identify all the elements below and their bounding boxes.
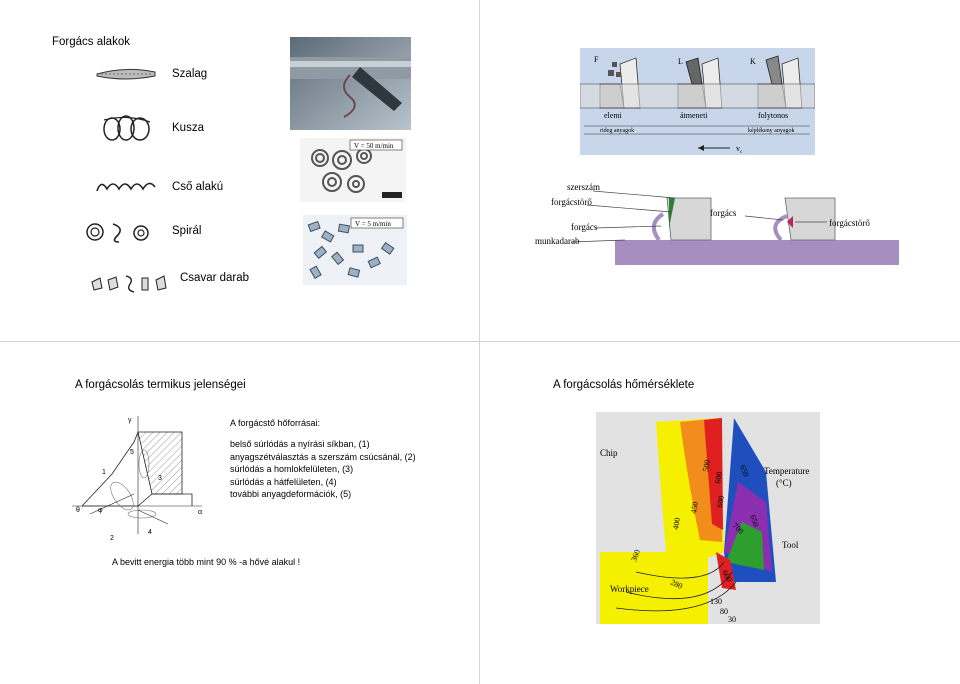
label-breaker-2: forgácstörő	[829, 218, 870, 228]
label-breaker: forgácstörő	[551, 197, 592, 207]
label-workpiece: Workpiece	[610, 584, 649, 594]
chip-name-folytonos: folytonos	[758, 111, 788, 120]
slide-divider-horizontal	[0, 341, 960, 342]
chip-type-diagram: F L K elemi átmeneti folytonos rideg any…	[580, 48, 815, 155]
turning-photo	[290, 37, 411, 130]
label-tool: szerszám	[567, 182, 600, 192]
chip-label-spiral: Spirál	[172, 225, 202, 237]
slide-chip-types: F L K elemi átmeneti folytonos rideg any…	[480, 0, 960, 341]
chip-label-kusza: Kusza	[172, 122, 204, 134]
tubular-chip-icon	[96, 182, 156, 192]
chip-breaker-diagram: szerszám forgácstörő forgács munkadarab …	[535, 182, 899, 265]
heat-sources-heading: A forgácstő hőforrásai:	[230, 418, 321, 428]
label-5: 5	[130, 449, 134, 456]
label-chip: forgács	[571, 222, 598, 232]
chip-type-l: L	[678, 57, 683, 66]
slide-chip-shapes: Forgács alakok Szalag Kusza Cső alakú Sp…	[0, 0, 479, 341]
chip-photo-5: V = 5 m/min	[303, 215, 407, 285]
slide-title: A forgácsolás hőmérséklete	[553, 379, 695, 391]
slide-title: Forgács alakok	[52, 36, 130, 48]
label-workpiece: munkadarab	[535, 236, 580, 246]
slide-title: A forgácsolás termikus jelenségei	[75, 379, 246, 391]
tangled-chip-icon	[103, 115, 151, 141]
chip-type-k: K	[750, 57, 756, 66]
chip-name-atmeneti: átmeneti	[680, 111, 708, 120]
heat-sources-list: belső súrlódás a nyírási síkban, (1) any…	[230, 438, 416, 501]
isotherm-600a: 600	[713, 471, 724, 484]
chip-type-f: F	[594, 55, 599, 64]
chip-label-csavar: Csavar darab	[180, 272, 250, 284]
chip-label-szalag: Szalag	[172, 68, 208, 80]
label-chip-2: forgács	[710, 208, 737, 218]
velocity-label: vc	[736, 144, 743, 155]
list-item: belső súrlódás a nyírási síkban, (1)	[230, 439, 370, 449]
list-item: további anyagdeformációk, (5)	[230, 489, 352, 499]
helix-segment-chip-icon	[91, 275, 167, 293]
chip-label-cso: Cső alakú	[172, 181, 224, 193]
material-ductile: képlékeny anyagok	[748, 128, 794, 134]
spiral-chip-icon	[86, 223, 149, 243]
isotherm-600b: 600	[715, 495, 726, 508]
label-3: 3	[158, 475, 162, 482]
label-tool: Tool	[782, 540, 799, 550]
slide-thermal: A forgácsolás termikus jelenségei A forg…	[0, 342, 479, 684]
temperature-distribution-diagram: Chip Temperature (°C) Tool Workpiece 400…	[596, 412, 820, 624]
chip-name-elemi: elemi	[604, 111, 623, 120]
isotherm-30: 30	[728, 615, 736, 624]
photo-label-v5: V = 5 m/min	[355, 220, 391, 228]
photo-label-v50: V = 50 m/min	[354, 142, 394, 150]
label-phi: φ	[98, 507, 103, 514]
isotherm-130: 130	[710, 597, 722, 606]
isotherm-500: 500	[701, 459, 712, 472]
ribbon-chip-icon	[96, 68, 156, 80]
slide-divider-vertical	[479, 0, 480, 684]
label-alpha: α	[198, 509, 202, 516]
isotherm-650a: 650	[738, 464, 751, 478]
label-1: 1	[102, 469, 106, 476]
chip-photo-50: V = 50 m/min	[300, 138, 406, 202]
label-temperature: Temperature	[764, 466, 809, 476]
label-unit: (°C)	[776, 478, 792, 488]
label-2: 2	[110, 535, 114, 542]
isotherm-360: 360	[629, 548, 642, 562]
label-theta: θ	[76, 507, 80, 514]
isotherm-80: 80	[720, 607, 728, 616]
list-item: súrlódás a hátfelületen, (4)	[230, 476, 337, 487]
material-brittle: rideg anyagok	[600, 128, 634, 134]
label-gamma: γ	[128, 417, 132, 424]
slide-temperature: A forgácsolás hőmérséklete Chip Temperat…	[480, 342, 960, 684]
isotherm-650b: 650	[748, 514, 761, 528]
list-item: súrlódás a homlokfelületen, (3)	[230, 464, 354, 474]
energy-footer: A bevitt energia több mint 90 % -a hővé …	[112, 557, 301, 567]
isotherm-450: 450	[689, 501, 700, 514]
list-item: anyagszétválasztás a szerszám csúcsánál,…	[230, 451, 416, 462]
label-chip: Chip	[600, 448, 618, 458]
label-4: 4	[148, 529, 152, 536]
isotherm-400: 400	[671, 517, 682, 530]
heat-source-diagram: γ 1 5 3 θ φ α 2 4	[72, 416, 202, 542]
